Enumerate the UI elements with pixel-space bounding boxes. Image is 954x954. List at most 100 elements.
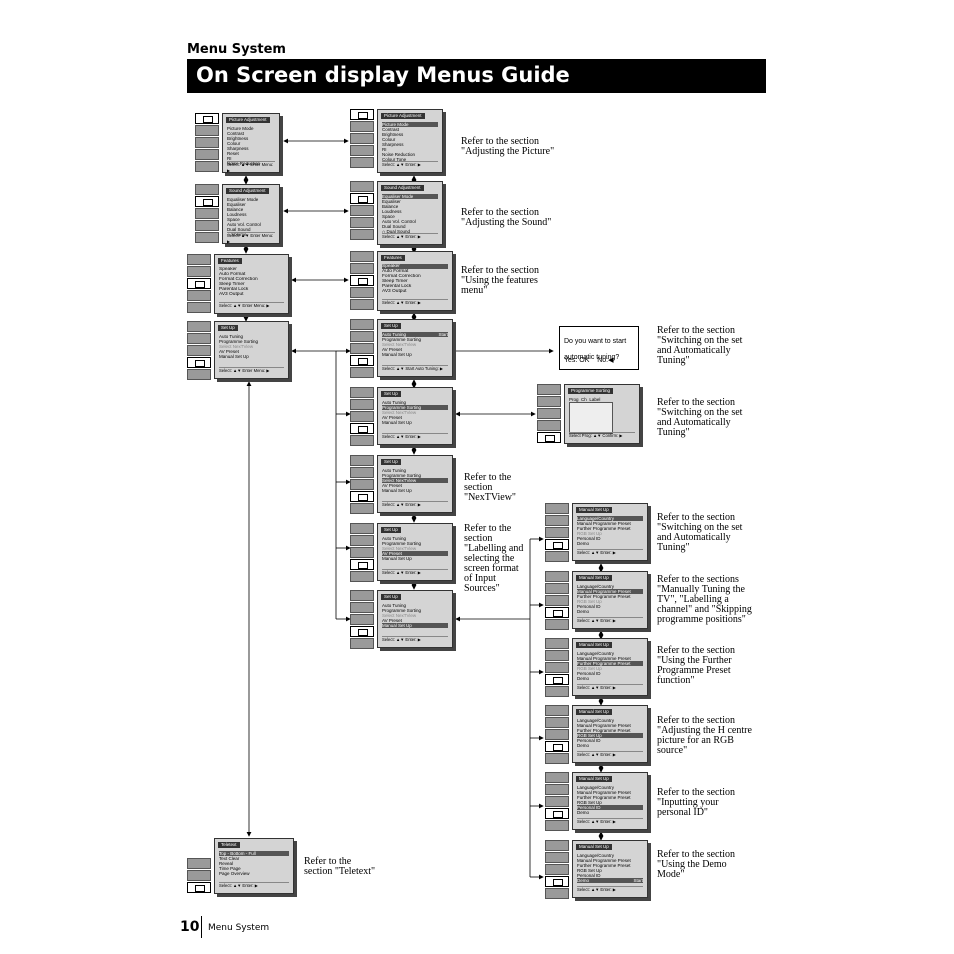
menu-item[interactable]: Manual Set Up xyxy=(382,556,412,561)
menu-item[interactable]: Colour xyxy=(227,141,241,146)
menu-item[interactable]: Language/Country xyxy=(577,584,615,589)
menu-item[interactable]: Manual Programme Preset xyxy=(577,858,631,863)
menu-item[interactable]: RGB Set Up xyxy=(577,666,602,671)
menu-item[interactable]: RGB Set Up xyxy=(577,800,602,805)
menu-item[interactable]: Colour Tone xyxy=(382,157,407,162)
menu-item[interactable]: AV3 Output xyxy=(382,289,407,294)
menu-item[interactable]: Personal ID xyxy=(577,805,643,810)
menu-item[interactable]: Manual Set Up xyxy=(382,352,412,357)
menu-item[interactable]: Colour xyxy=(382,137,396,142)
menu-item[interactable]: Reveal xyxy=(219,861,234,866)
menu-item[interactable]: Language/Country xyxy=(577,785,615,790)
menu-item[interactable]: Parental Lock xyxy=(382,284,412,289)
menu-item[interactable]: Programme Sorting xyxy=(382,473,422,478)
menu-item[interactable]: Auto Tuning xyxy=(219,334,244,339)
menu-item[interactable]: Manual Programme Preset xyxy=(577,521,631,526)
menu-item[interactable]: Select NexTView xyxy=(382,410,417,415)
menu-item[interactable]: Sleep Timer xyxy=(219,282,245,287)
dialog-yes[interactable]: Yes: OK xyxy=(564,357,590,364)
menu-item[interactable]: Personal ID xyxy=(577,536,601,541)
menu-item[interactable]: Auto Tuning Start xyxy=(382,332,448,337)
menu-item[interactable]: Space xyxy=(227,217,240,222)
menu-item[interactable]: Manual Set Up xyxy=(219,354,249,359)
menu-item[interactable]: Personal ID xyxy=(577,873,601,878)
menu-item[interactable]: RI xyxy=(382,147,387,152)
menu-item[interactable]: AV Preset xyxy=(382,551,448,556)
menu-item[interactable]: Language/Country xyxy=(577,651,615,656)
menu-item[interactable]: RI xyxy=(227,156,232,161)
menu-item[interactable]: AV Preset xyxy=(382,415,402,420)
menu-item[interactable]: Manual Programme Preset xyxy=(577,656,631,661)
menu-item[interactable]: Equaliser Mode xyxy=(227,197,259,202)
menu-item[interactable]: Language/Country xyxy=(577,853,615,858)
menu-item[interactable]: AV3 Output xyxy=(219,292,244,297)
menu-item[interactable]: Format Correction xyxy=(219,277,258,282)
menu-item[interactable]: Picture Mode xyxy=(382,122,438,127)
menu-item[interactable]: Time Page xyxy=(219,866,241,871)
menu-item[interactable]: Further Programme Preset xyxy=(577,728,631,733)
menu-item[interactable]: Select NexTView xyxy=(382,478,448,483)
menu-item[interactable]: Select NexTView xyxy=(382,342,417,347)
menu-item[interactable]: Auto Format xyxy=(219,272,246,277)
menu-item[interactable]: Brightness xyxy=(227,136,249,141)
menu-item[interactable]: Further Programme Preset xyxy=(577,795,631,800)
menu-item[interactable]: Manual Programme Preset xyxy=(577,589,643,594)
menu-item[interactable]: Speaker xyxy=(382,264,448,269)
menu-item[interactable]: Loudness xyxy=(227,212,247,217)
menu-item[interactable]: Manual Programme Preset xyxy=(577,723,631,728)
menu-item[interactable]: Programme Sorting xyxy=(219,339,259,344)
menu-item[interactable]: Programme Sorting xyxy=(382,337,422,342)
menu-item[interactable]: Noise Reduction xyxy=(227,161,261,166)
menu-item[interactable]: Equaliser Mode xyxy=(382,194,438,199)
menu-item[interactable]: Demo xyxy=(577,541,590,546)
menu-item[interactable]: Dual Sound xyxy=(227,227,251,232)
menu-item[interactable]: Personal ID xyxy=(577,671,601,676)
menu-item[interactable]: Reset xyxy=(227,151,239,156)
menu-item[interactable]: AV Preset xyxy=(382,483,402,488)
menu-item[interactable]: Auto Tuning xyxy=(382,603,407,608)
menu-item[interactable]: Select NexTView xyxy=(382,546,417,551)
menu-item[interactable]: ∩ Volume xyxy=(227,232,247,237)
menu-item[interactable]: Space xyxy=(382,214,395,219)
menu-item[interactable]: Auto Vol. Control xyxy=(382,219,416,224)
menu-item[interactable]: Sharpness xyxy=(382,142,404,147)
programme-list[interactable] xyxy=(569,402,613,434)
menu-item[interactable]: Equaliser xyxy=(382,199,401,204)
menu-item[interactable]: RGB Set Up xyxy=(577,531,602,536)
menu-item[interactable]: Auto Tuning xyxy=(382,536,407,541)
menu-item[interactable]: Contrast xyxy=(382,127,400,132)
menu-item[interactable]: Select NexTView xyxy=(219,344,254,349)
menu-item[interactable]: Balance xyxy=(227,207,244,212)
menu-item[interactable]: Programme Sorting xyxy=(382,608,422,613)
menu-item[interactable]: Demo xyxy=(577,609,590,614)
menu-item[interactable]: Further Programme Preset xyxy=(577,863,631,868)
menu-item[interactable]: Further Programme Preset xyxy=(577,526,631,531)
menu-item[interactable]: AV Preset xyxy=(382,618,402,623)
menu-item[interactable]: AV Preset xyxy=(382,347,402,352)
menu-item[interactable]: Demo xyxy=(577,810,590,815)
menu-item[interactable]: Auto Tuning xyxy=(382,400,407,405)
menu-item[interactable]: Personal ID xyxy=(577,738,601,743)
menu-item[interactable]: Further Programme Preset xyxy=(577,594,631,599)
menu-item[interactable]: Contrast xyxy=(227,131,245,136)
menu-item[interactable]: Format Correction xyxy=(382,274,421,279)
menu-item[interactable]: Auto Format xyxy=(382,269,409,274)
menu-item[interactable]: Manual Set Up xyxy=(382,488,412,493)
menu-item[interactable]: Sharpness xyxy=(227,146,249,151)
menu-item[interactable]: Noise Reduction xyxy=(382,152,416,157)
menu-item[interactable]: Top - Bottom - Full xyxy=(219,851,289,856)
menu-item[interactable]: Loudness xyxy=(382,209,402,214)
dialog-no[interactable]: No:◀ xyxy=(597,357,614,364)
menu-item[interactable]: Personal ID xyxy=(577,604,601,609)
menu-item[interactable]: RGB Set Up xyxy=(577,599,602,604)
menu-item[interactable]: Balance xyxy=(382,204,399,209)
menu-item[interactable]: Language/Country xyxy=(577,718,615,723)
menu-item[interactable]: Language/Country xyxy=(577,516,643,521)
menu-item[interactable]: Text Clear xyxy=(219,856,240,861)
menu-item[interactable]: Programme Sorting xyxy=(382,405,448,410)
menu-item[interactable]: Brightness xyxy=(382,132,404,137)
menu-item[interactable]: Demo xyxy=(577,743,590,748)
menu-item[interactable]: Manual Set Up xyxy=(382,420,412,425)
menu-item[interactable]: AV Preset xyxy=(219,349,239,354)
